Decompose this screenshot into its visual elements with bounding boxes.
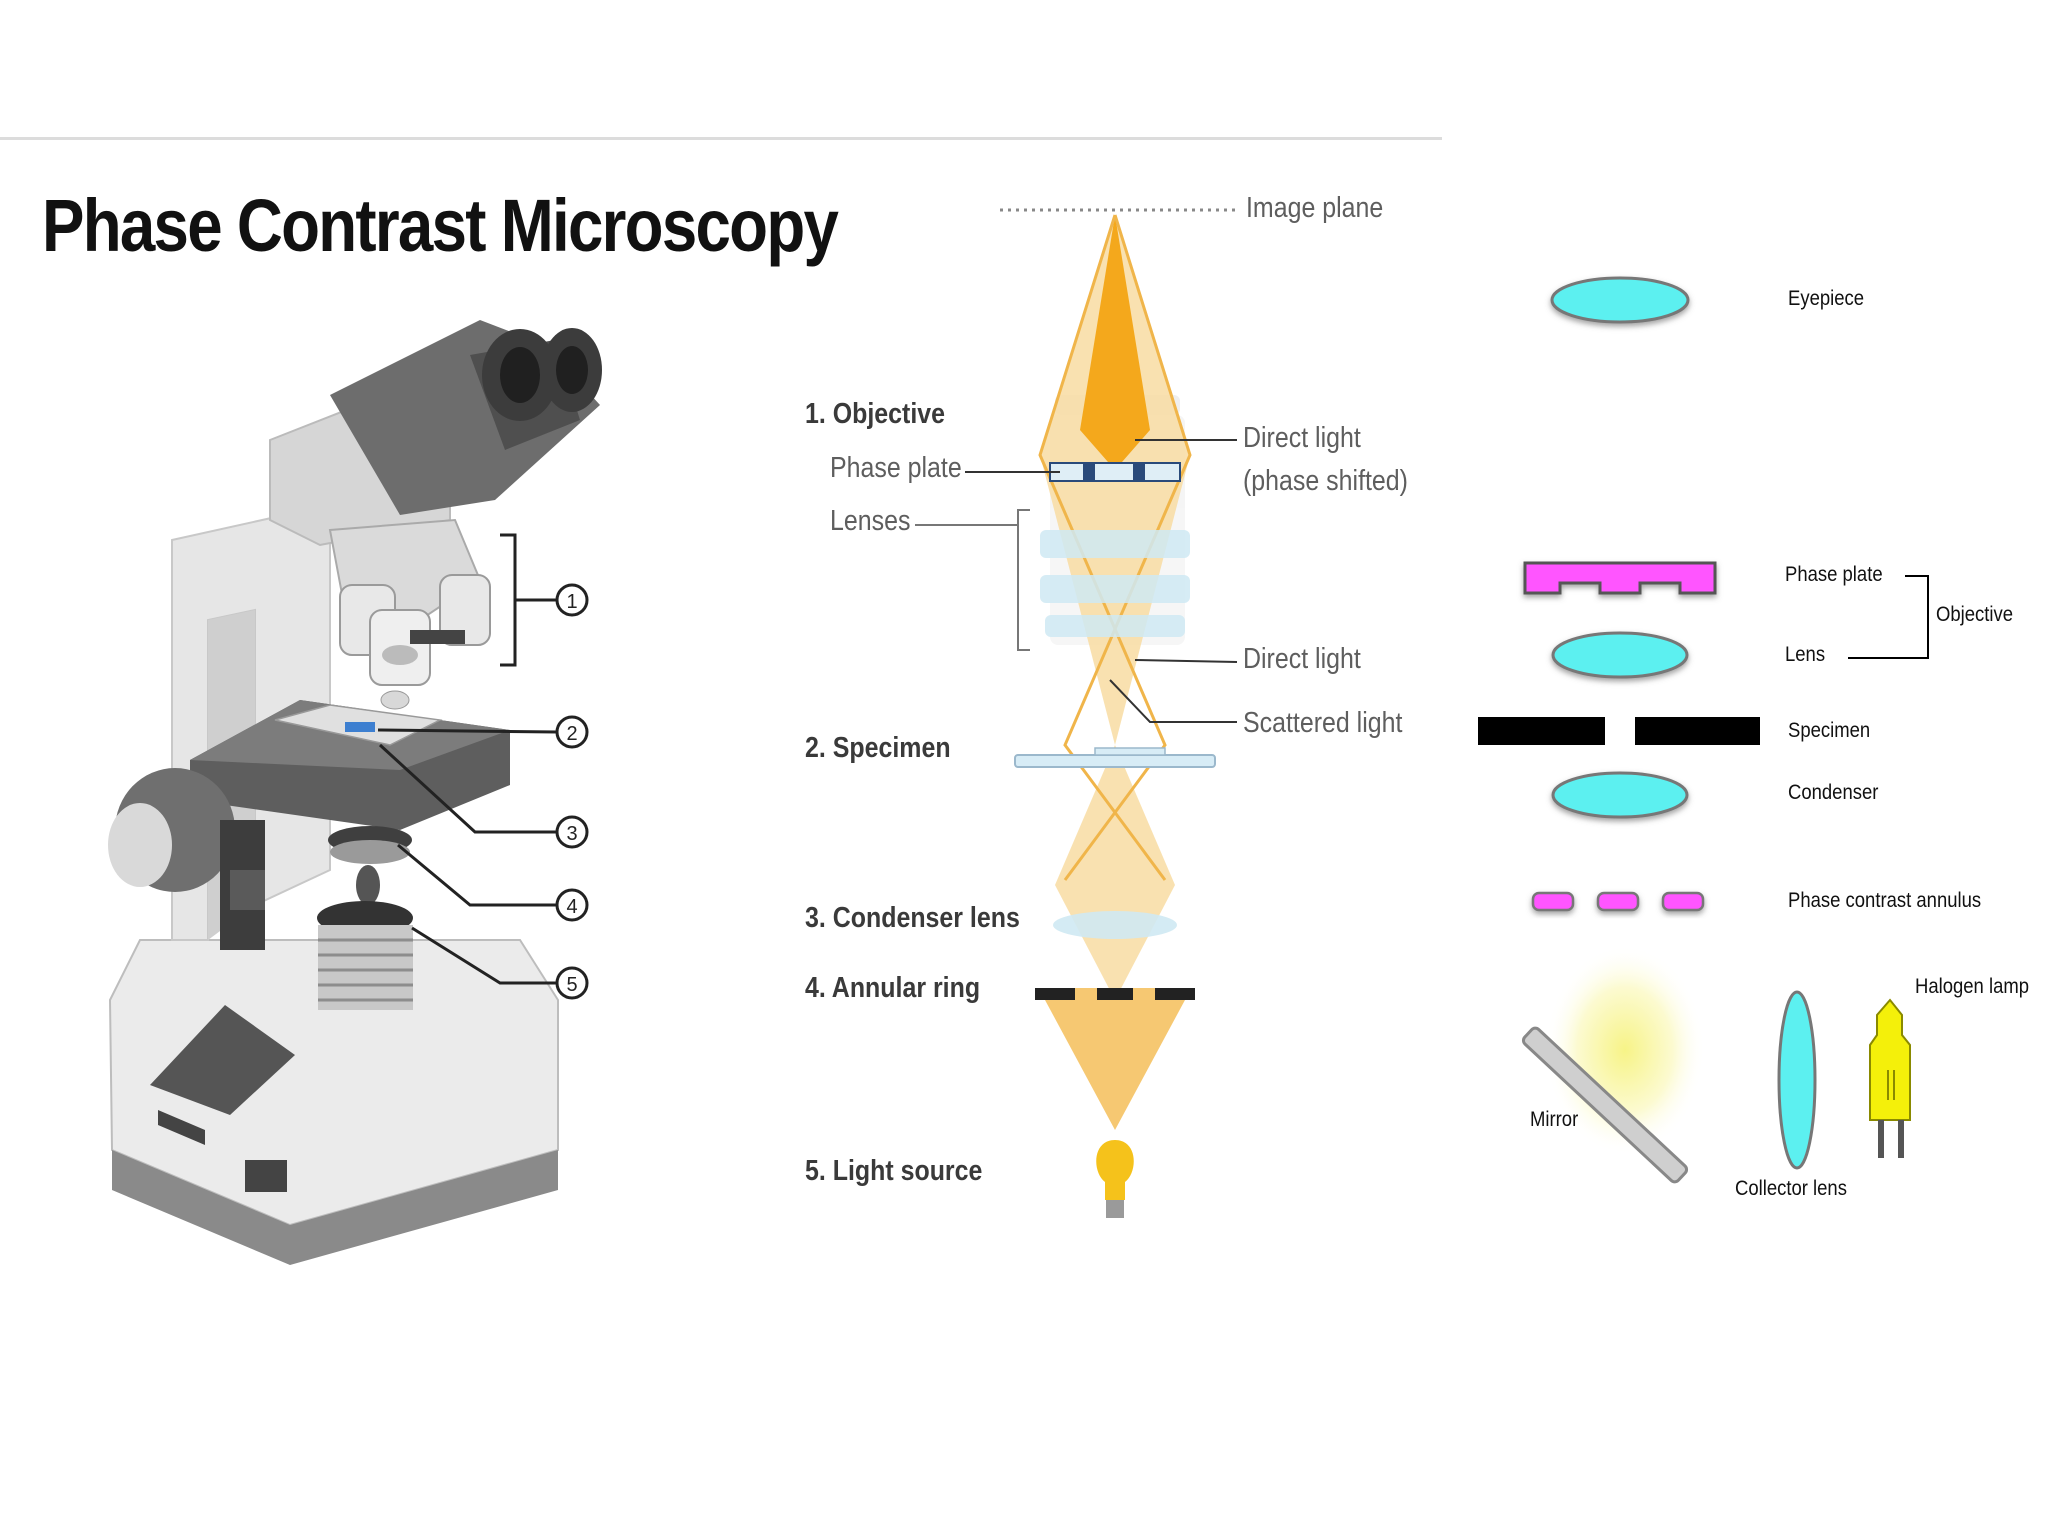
eyepiece-lens bbox=[1550, 276, 1690, 324]
label-objective-schematic: Objective bbox=[1936, 603, 2014, 626]
label-objective: 1. Objective bbox=[805, 398, 946, 430]
light-cone-lower bbox=[1055, 745, 1175, 1000]
page-title: Phase Contrast Microscopy bbox=[42, 184, 839, 267]
annular-ring-shape bbox=[1035, 988, 1195, 1000]
label-halogen-lamp: Halogen lamp bbox=[1915, 975, 2030, 998]
label-condenser: Condenser bbox=[1788, 781, 1879, 804]
illumination-cone bbox=[1045, 1000, 1185, 1130]
objective-lens-3 bbox=[1045, 615, 1185, 637]
label-annulus: Phase contrast annulus bbox=[1788, 889, 1982, 912]
light-bulb bbox=[1096, 1140, 1134, 1200]
label-scattered-light: Scattered light bbox=[1243, 707, 1403, 739]
condenser-lens-shape bbox=[1053, 911, 1177, 939]
label-lenses: Lenses bbox=[830, 505, 911, 537]
objective-lens-1 bbox=[1040, 530, 1190, 558]
callout-2 bbox=[555, 715, 589, 749]
label-specimen-schematic: Specimen bbox=[1788, 719, 1871, 742]
objective-lens-2 bbox=[1040, 575, 1190, 603]
callout-3 bbox=[555, 815, 589, 849]
callout-1 bbox=[555, 583, 589, 617]
microscope-illustration: 1 2 3 4 5 bbox=[108, 320, 602, 1265]
annulus-segment-1 bbox=[1531, 891, 1575, 912]
callout-3-text: 3 bbox=[566, 823, 577, 845]
callout-5-text: 5 bbox=[566, 974, 577, 996]
label-direct-light: Direct light bbox=[1243, 643, 1361, 675]
label-annular-ring: 4. Annular ring bbox=[805, 972, 981, 1004]
phase-plate-element bbox=[1523, 561, 1717, 595]
label-lens: Lens bbox=[1785, 643, 1826, 666]
condenser-element bbox=[1551, 771, 1689, 819]
label-condenser-lens: 3. Condenser lens bbox=[805, 902, 1020, 934]
label-phase-plate: Phase plate bbox=[830, 452, 962, 484]
halogen-lamp-element bbox=[1869, 998, 1911, 1158]
label-phase-shifted: (phase shifted) bbox=[1243, 465, 1408, 497]
label-mirror: Mirror bbox=[1530, 1108, 1579, 1131]
objective-lens-element bbox=[1551, 631, 1689, 679]
label-eyepiece: Eyepiece bbox=[1788, 287, 1865, 310]
callout-4 bbox=[555, 888, 589, 922]
label-specimen: 2. Specimen bbox=[805, 732, 951, 764]
callout-4-text: 4 bbox=[566, 896, 577, 918]
top-divider bbox=[0, 137, 1442, 140]
callout-1-text: 1 bbox=[566, 591, 577, 613]
collector-lens-element bbox=[1777, 990, 1817, 1170]
light-path-diagram bbox=[915, 208, 1238, 1218]
schematic-diagram bbox=[1478, 276, 1929, 1184]
label-phase-plate-schematic: Phase plate bbox=[1785, 563, 1883, 586]
callout-5 bbox=[555, 966, 589, 1000]
specimen-slide bbox=[1014, 754, 1216, 768]
annulus-segment-3 bbox=[1661, 891, 1705, 912]
callout-2-text: 2 bbox=[566, 723, 577, 745]
direct-light-core bbox=[1080, 215, 1150, 470]
label-collector-lens: Collector lens bbox=[1735, 1177, 1847, 1200]
phase-plate-shape bbox=[1049, 462, 1181, 482]
mirror-element bbox=[1521, 1026, 1689, 1184]
annulus-segment-2 bbox=[1596, 891, 1640, 912]
label-direct-light-shifted: Direct light bbox=[1243, 422, 1361, 454]
label-image-plane: Image plane bbox=[1246, 192, 1384, 224]
label-light-source: 5. Light source bbox=[805, 1155, 983, 1187]
